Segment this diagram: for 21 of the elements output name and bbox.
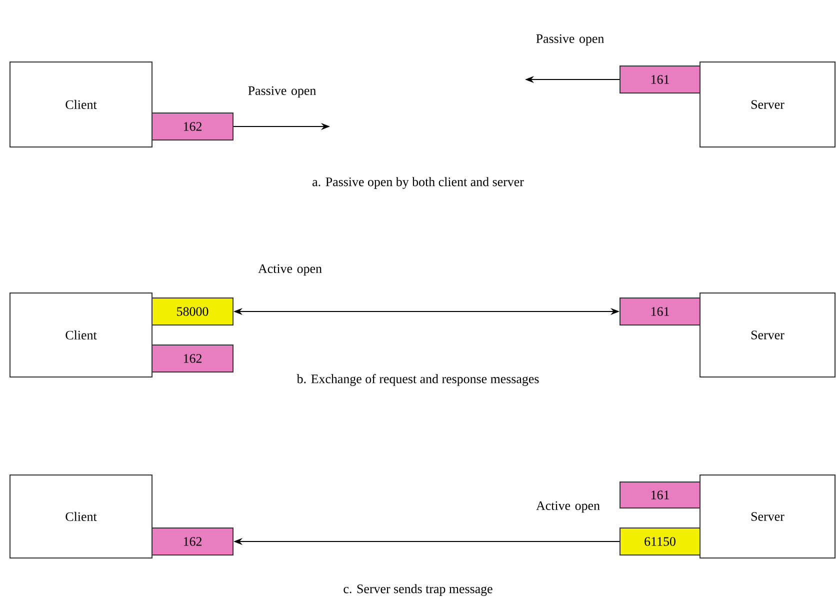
host-box: Server — [700, 474, 836, 558]
host-box: Client — [10, 474, 152, 558]
port-box: 162 — [152, 344, 234, 372]
edge-label: Passive open — [536, 34, 604, 46]
port-box: 161 — [620, 481, 700, 508]
host-box: Client — [10, 292, 152, 378]
port-box: 61150 — [620, 527, 700, 556]
port-box: 161 — [620, 65, 700, 94]
caption: b. Exchange of request and response messages — [296, 374, 539, 386]
host-box: Server — [700, 292, 836, 378]
port-box: 58000 — [152, 297, 234, 326]
edge-label: Active open — [536, 501, 600, 513]
port-box: 162 — [152, 112, 234, 140]
caption: a. Passive open by both client and server — [312, 177, 524, 189]
edge-label: Active open — [258, 264, 322, 276]
host-box: Server — [700, 61, 836, 148]
port-box: 162 — [152, 527, 234, 556]
edge-label: Passive open — [248, 86, 316, 98]
host-box: Client — [10, 61, 152, 148]
caption: c. Server sends trap message — [344, 584, 492, 596]
port-box: 161 — [620, 297, 700, 326]
